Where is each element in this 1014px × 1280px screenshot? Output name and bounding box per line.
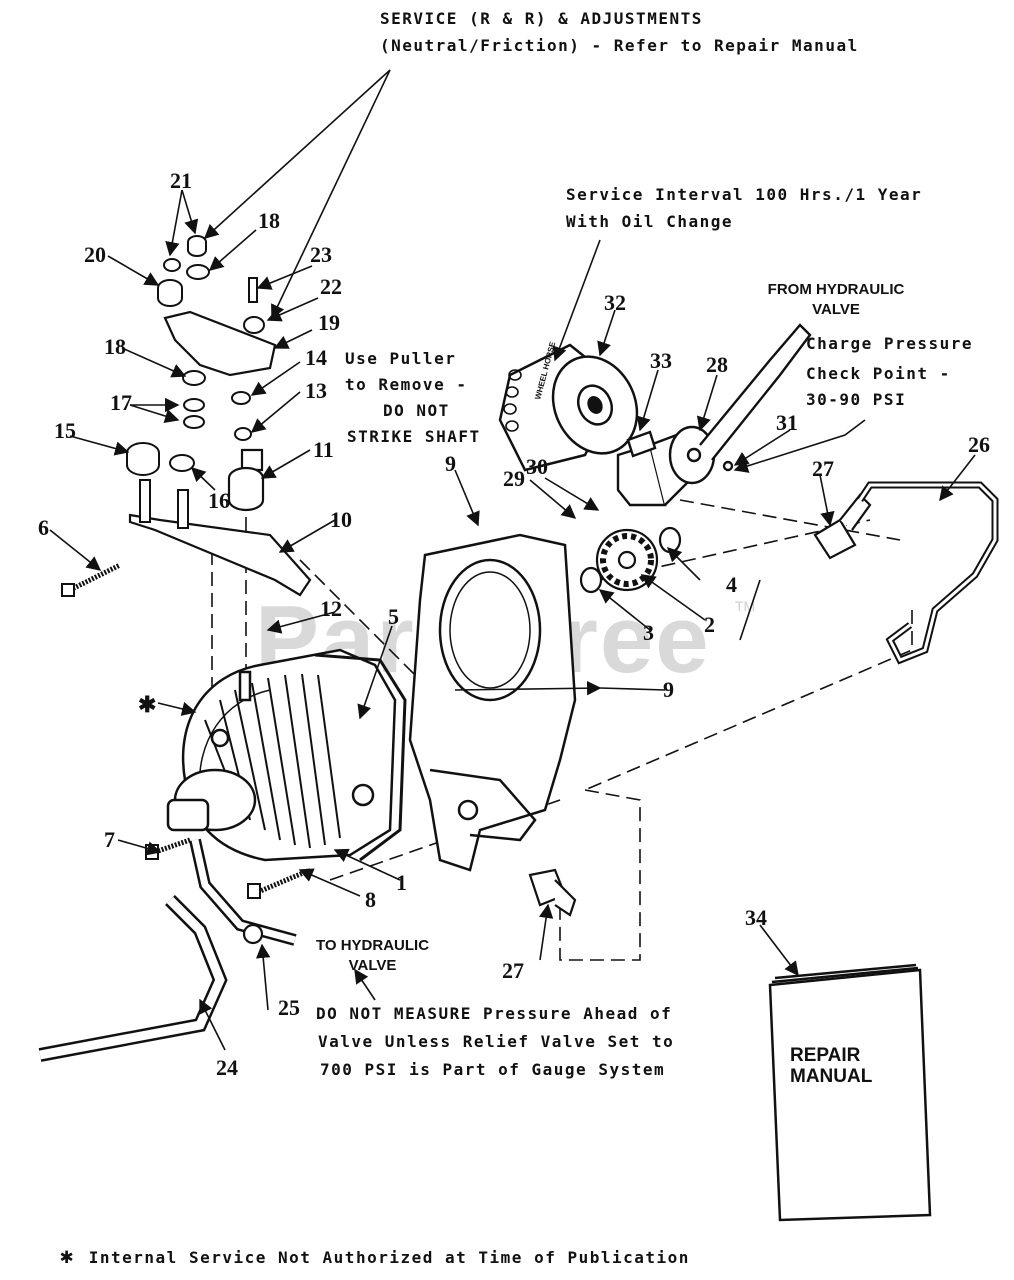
callout-11: 11 bbox=[313, 437, 334, 462]
callout-23: 23 bbox=[310, 242, 332, 267]
callout-3: 3 bbox=[643, 620, 654, 645]
measure-note-line2: Valve Unless Relief Valve Set to bbox=[318, 1032, 675, 1051]
callout-7: 7 bbox=[104, 827, 115, 852]
callout-29: 29 bbox=[503, 466, 525, 491]
control-arm bbox=[227, 448, 265, 512]
callout-22: 22 bbox=[320, 274, 342, 299]
callout-16: 16 bbox=[208, 488, 230, 513]
service-note-line2: (Neutral/Friction) - Refer to Repair Man… bbox=[380, 36, 859, 55]
callout-14: 14 bbox=[305, 345, 327, 370]
callout-4: 4 bbox=[726, 572, 737, 597]
control-plate bbox=[163, 310, 277, 377]
charge-pump bbox=[616, 323, 812, 507]
callout-21: 21 bbox=[170, 168, 192, 193]
callout-27a: 27 bbox=[812, 456, 834, 481]
callout-star: ✱ bbox=[138, 692, 156, 717]
callout-34: 34 bbox=[745, 905, 767, 930]
leader-lines bbox=[49, 69, 976, 1051]
axle-housing bbox=[408, 533, 577, 872]
callout-6: 6 bbox=[38, 515, 49, 540]
callout-19: 19 bbox=[318, 310, 340, 335]
callout-26: 26 bbox=[968, 432, 990, 457]
support-bracket bbox=[128, 513, 312, 597]
mounting-studs bbox=[126, 442, 195, 529]
callout-5: 5 bbox=[388, 604, 399, 629]
nuts-and-washers bbox=[157, 235, 265, 441]
callout-12: 12 bbox=[320, 596, 342, 621]
callout-25: 25 bbox=[278, 995, 300, 1020]
to-valve-note: TO HYDRAULIC VALVE bbox=[315, 937, 430, 974]
puller-note-line2: to Remove - bbox=[345, 375, 468, 394]
oil-filter bbox=[498, 343, 639, 472]
callout-2: 2 bbox=[704, 612, 715, 637]
callout-1: 1 bbox=[396, 870, 407, 895]
service-note-line1: SERVICE (R & R) & ADJUSTMENTS bbox=[380, 9, 703, 28]
callout-17: 17 bbox=[110, 390, 132, 415]
interval-note-line1: Service Interval 100 Hrs./1 Year bbox=[566, 185, 923, 204]
callout-31: 31 bbox=[776, 410, 798, 435]
charge-note-line3: 30-90 PSI bbox=[806, 390, 907, 409]
repair-manual-title: REPAIR MANUAL bbox=[790, 1045, 873, 1087]
callout-30: 30 bbox=[526, 454, 548, 479]
gasket bbox=[314, 653, 407, 862]
callout-9b: 9 bbox=[663, 677, 674, 702]
gear bbox=[579, 526, 682, 594]
callout-18b: 18 bbox=[104, 334, 126, 359]
callout-27b: 27 bbox=[502, 958, 524, 983]
callout-numbers: 1 2 3 4 5 6 7 8 9 9 10 11 12 13 14 15 16… bbox=[38, 168, 990, 1080]
callout-13: 13 bbox=[305, 378, 327, 403]
callout-18a: 18 bbox=[258, 208, 280, 233]
charge-note-line1: Charge Pressure bbox=[806, 334, 973, 353]
measure-note-line3: 700 PSI is Part of Gauge System bbox=[320, 1060, 666, 1079]
repair-manual-book bbox=[768, 963, 932, 1222]
transmission-housing bbox=[166, 648, 397, 862]
puller-note-line1: Use Puller bbox=[345, 349, 457, 368]
puller-note-line3: DO NOT bbox=[383, 401, 450, 420]
footnote: ✱Internal Service Not Authorized at Time… bbox=[60, 1244, 690, 1269]
callout-32: 32 bbox=[604, 290, 626, 315]
callout-33: 33 bbox=[650, 348, 672, 373]
from-valve-note: FROM HYDRAULIC VALVE bbox=[767, 281, 905, 318]
interval-note-line2: With Oil Change bbox=[566, 212, 733, 231]
measure-note-line1: DO NOT MEASURE Pressure Ahead of bbox=[316, 1004, 673, 1023]
callout-20: 20 bbox=[84, 242, 106, 267]
footnote-star-icon: ✱ bbox=[60, 1244, 75, 1269]
elbow-fittings bbox=[528, 493, 872, 917]
charge-note-line2: Check Point - bbox=[806, 364, 951, 383]
callout-8: 8 bbox=[365, 887, 376, 912]
hydraulic-hose bbox=[38, 838, 297, 1062]
callout-24: 24 bbox=[216, 1055, 238, 1080]
callout-10: 10 bbox=[330, 507, 352, 532]
callout-28: 28 bbox=[706, 352, 728, 377]
puller-note-line4: STRIKE SHAFT bbox=[347, 427, 481, 446]
callout-9a: 9 bbox=[445, 451, 456, 476]
callout-15: 15 bbox=[54, 418, 76, 443]
